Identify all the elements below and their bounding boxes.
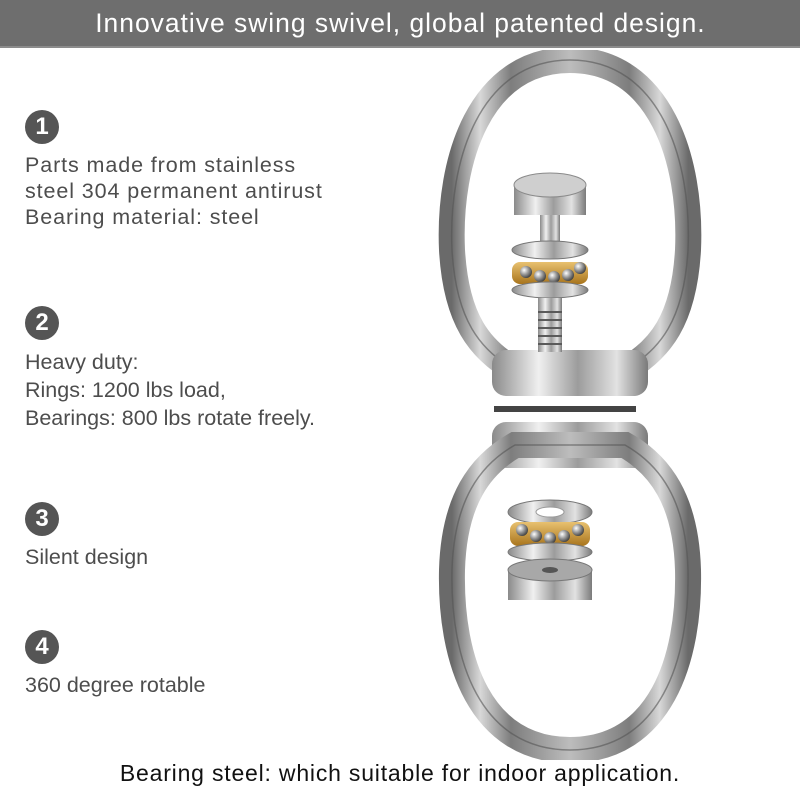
number-badge-1-icon: 1 (25, 110, 59, 144)
feature-4: 4 360 degree rotable (25, 630, 206, 698)
swivel-illustration-icon (438, 46, 702, 764)
number-badge-2-icon: 2 (25, 306, 59, 340)
feature-2: 2 Heavy duty: Rings: 1200 lbs load, Bear… (25, 306, 315, 432)
feature-1: 1 Parts made from stainless steel 304 pe… (25, 110, 323, 230)
feature-line: 360 degree rotable (25, 673, 206, 697)
footer-caption: Bearing steel: which suitable for indoor… (119, 760, 681, 786)
swing-swivel-product-image (430, 46, 710, 764)
feature-line: Parts made from stainless (25, 153, 297, 177)
banner-title: Innovative swing swivel, global patented… (94, 7, 706, 38)
feature-line: Heavy duty: (25, 350, 139, 374)
number-badge-4-icon: 4 (25, 630, 59, 664)
feature-3: 3 Silent design (25, 502, 148, 570)
header-banner: Innovative swing swivel, global patented… (0, 0, 800, 48)
feature-4-text: 360 degree rotable (25, 672, 206, 698)
feature-1-text: Parts made from stainless steel 304 perm… (25, 152, 323, 230)
number-badge-3-icon: 3 (25, 502, 59, 536)
feature-line: steel 304 permanent antirust (25, 179, 323, 203)
feature-2-text: Heavy duty: Rings: 1200 lbs load, Bearin… (25, 348, 315, 432)
feature-line: Rings: 1200 lbs load, (25, 378, 226, 402)
feature-line: Silent design (25, 545, 149, 569)
feature-3-text: Silent design (25, 544, 148, 570)
feature-line: Bearing material: steel (25, 205, 260, 229)
feature-line: Bearings: 800 lbs rotate freely. (25, 406, 316, 430)
